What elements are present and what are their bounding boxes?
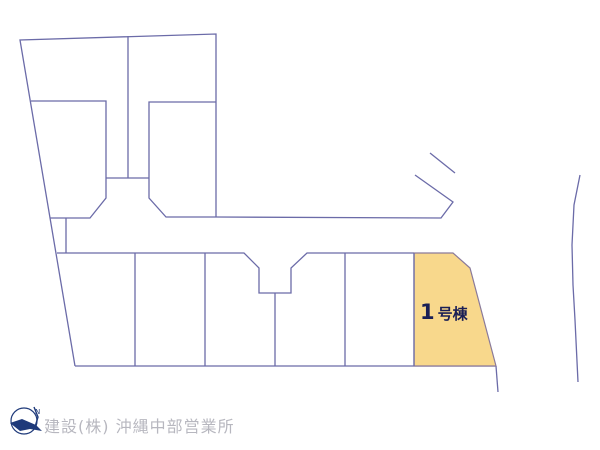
right-boundary-curve — [571, 174, 581, 383]
company-name: 建設(株) 沖縄中部営業所 — [44, 417, 235, 436]
lot-suffix: 号棟 — [437, 305, 468, 323]
lot-number: 1 — [420, 300, 435, 324]
upper-right-lot — [148, 101, 216, 218]
boundary-extension — [495, 365, 499, 393]
road-top-edge — [215, 174, 454, 219]
svg-text:N: N — [35, 408, 40, 416]
lower-row-top-edge — [57, 252, 414, 294]
upper-left-lot — [31, 100, 107, 219]
upper-block-outline — [19, 33, 217, 367]
road-line-outer — [429, 152, 456, 174]
compass-bird-logo-icon: N — [10, 406, 42, 435]
